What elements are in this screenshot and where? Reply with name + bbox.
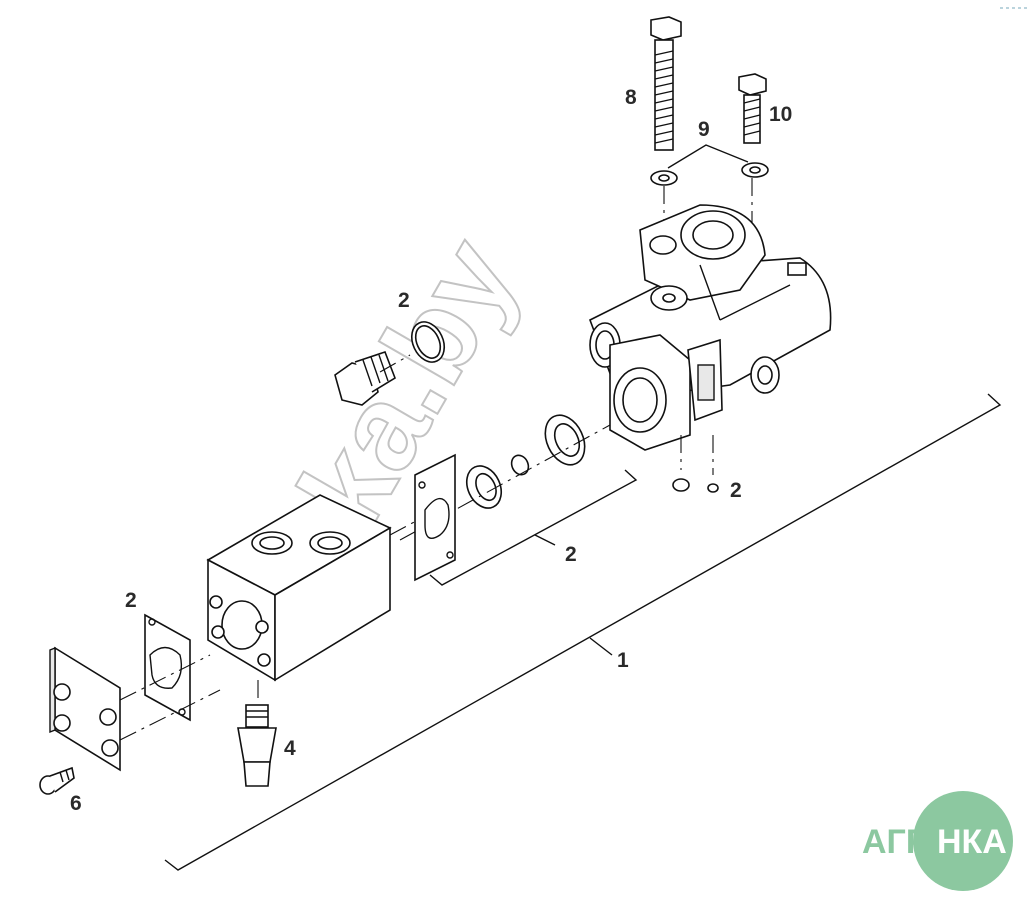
screw-6	[39, 766, 75, 795]
gasket-left	[144, 613, 191, 722]
bolt-8	[650, 16, 682, 151]
seal-medium	[465, 465, 503, 509]
callout-1: 1	[617, 649, 629, 672]
plug-fitting	[334, 350, 396, 406]
oring-top	[410, 321, 446, 363]
group-bracket-middle	[429, 469, 638, 586]
assembly-bracket	[164, 393, 1002, 871]
callout-2-orings: 2	[730, 479, 742, 502]
washer-9-left	[650, 170, 678, 186]
callout-6: 6	[70, 792, 82, 815]
block-axis	[389, 519, 419, 536]
small-orings-bottom	[672, 478, 719, 493]
plug-axis	[379, 354, 411, 373]
seal-large	[544, 414, 586, 466]
valve-block	[206, 494, 392, 682]
end-plate	[49, 646, 121, 772]
logo-text-right: НКА	[937, 823, 1007, 861]
fitting-4	[237, 704, 277, 787]
callout-9-leader	[667, 144, 749, 169]
callout-2-seals: 2	[565, 543, 577, 566]
logo-circle	[913, 791, 1013, 891]
callout-8: 8	[625, 86, 637, 109]
callout-10: 10	[769, 103, 792, 126]
valve-body	[588, 204, 832, 451]
callout-9: 9	[698, 118, 710, 141]
seal-small	[510, 454, 530, 476]
agronka-logo: АГРО НКА	[862, 791, 1013, 891]
callout-2-leader	[534, 534, 556, 546]
bolt-10	[738, 73, 767, 144]
plate-axis-top	[119, 654, 211, 701]
callout-4: 4	[284, 737, 296, 760]
logo-text-left: АГРО	[862, 823, 955, 861]
callout-2-plug: 2	[398, 289, 410, 312]
gasket-middle	[414, 453, 456, 582]
callout-2-gasket: 2	[125, 589, 137, 612]
washer-9-right	[741, 162, 769, 178]
callout-labels: 1 2 2 2 2 4 6 8 9 10	[70, 86, 792, 815]
